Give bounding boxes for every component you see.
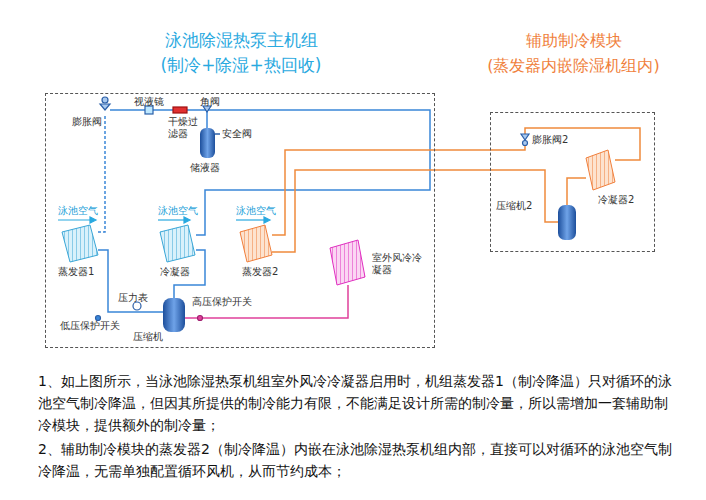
- part-label: 视液镜: [134, 96, 164, 108]
- part-label: 膨胀阀: [72, 116, 102, 128]
- air-label: 泳池空气: [158, 205, 198, 217]
- unit-subtitle: (制冷+除湿+热回收): [91, 53, 391, 77]
- dashed-unit-box: 辅助制冷模块(蒸发器内嵌除湿机组内): [490, 112, 655, 252]
- part-label: 蒸发器2: [242, 266, 278, 278]
- part-label: 安全阀: [222, 128, 252, 140]
- unit-title: 泳池除湿热泵主机组: [91, 28, 391, 52]
- part-label: 压缩机: [133, 331, 163, 343]
- note-paragraph: 2、辅助制冷模块的蒸发器2（制冷降温）内嵌在泳池除湿热泵机组内部，直接可以对循环…: [38, 438, 674, 482]
- part-label: 干燥过滤器: [168, 116, 200, 140]
- air-label: 泳池空气: [236, 205, 276, 217]
- air-label: 泳池空气: [58, 205, 98, 217]
- part-label: 低压保护开关: [60, 320, 120, 332]
- part-label: 压缩机2: [496, 200, 532, 212]
- part-label: 膨胀阀2: [532, 134, 568, 146]
- part-label: 冷凝器: [160, 266, 190, 278]
- part-label: 压力表: [118, 292, 148, 304]
- note-paragraph: 1、如上图所示，当泳池除湿热泵机组室外风冷冷凝器启用时，机组蒸发器1（制冷降温）…: [38, 370, 674, 436]
- unit-title: 辅助制冷模块: [459, 29, 689, 53]
- part-label: 角阀: [200, 96, 220, 108]
- part-label: 储液器: [190, 162, 220, 174]
- unit-subtitle: (蒸发器内嵌除湿机组内): [459, 54, 689, 78]
- part-label: 蒸发器1: [58, 266, 94, 278]
- part-label: 室外风冷冷凝器: [372, 252, 424, 276]
- part-label: 冷凝器2: [598, 194, 634, 206]
- part-label: 高压保护开关: [192, 296, 252, 308]
